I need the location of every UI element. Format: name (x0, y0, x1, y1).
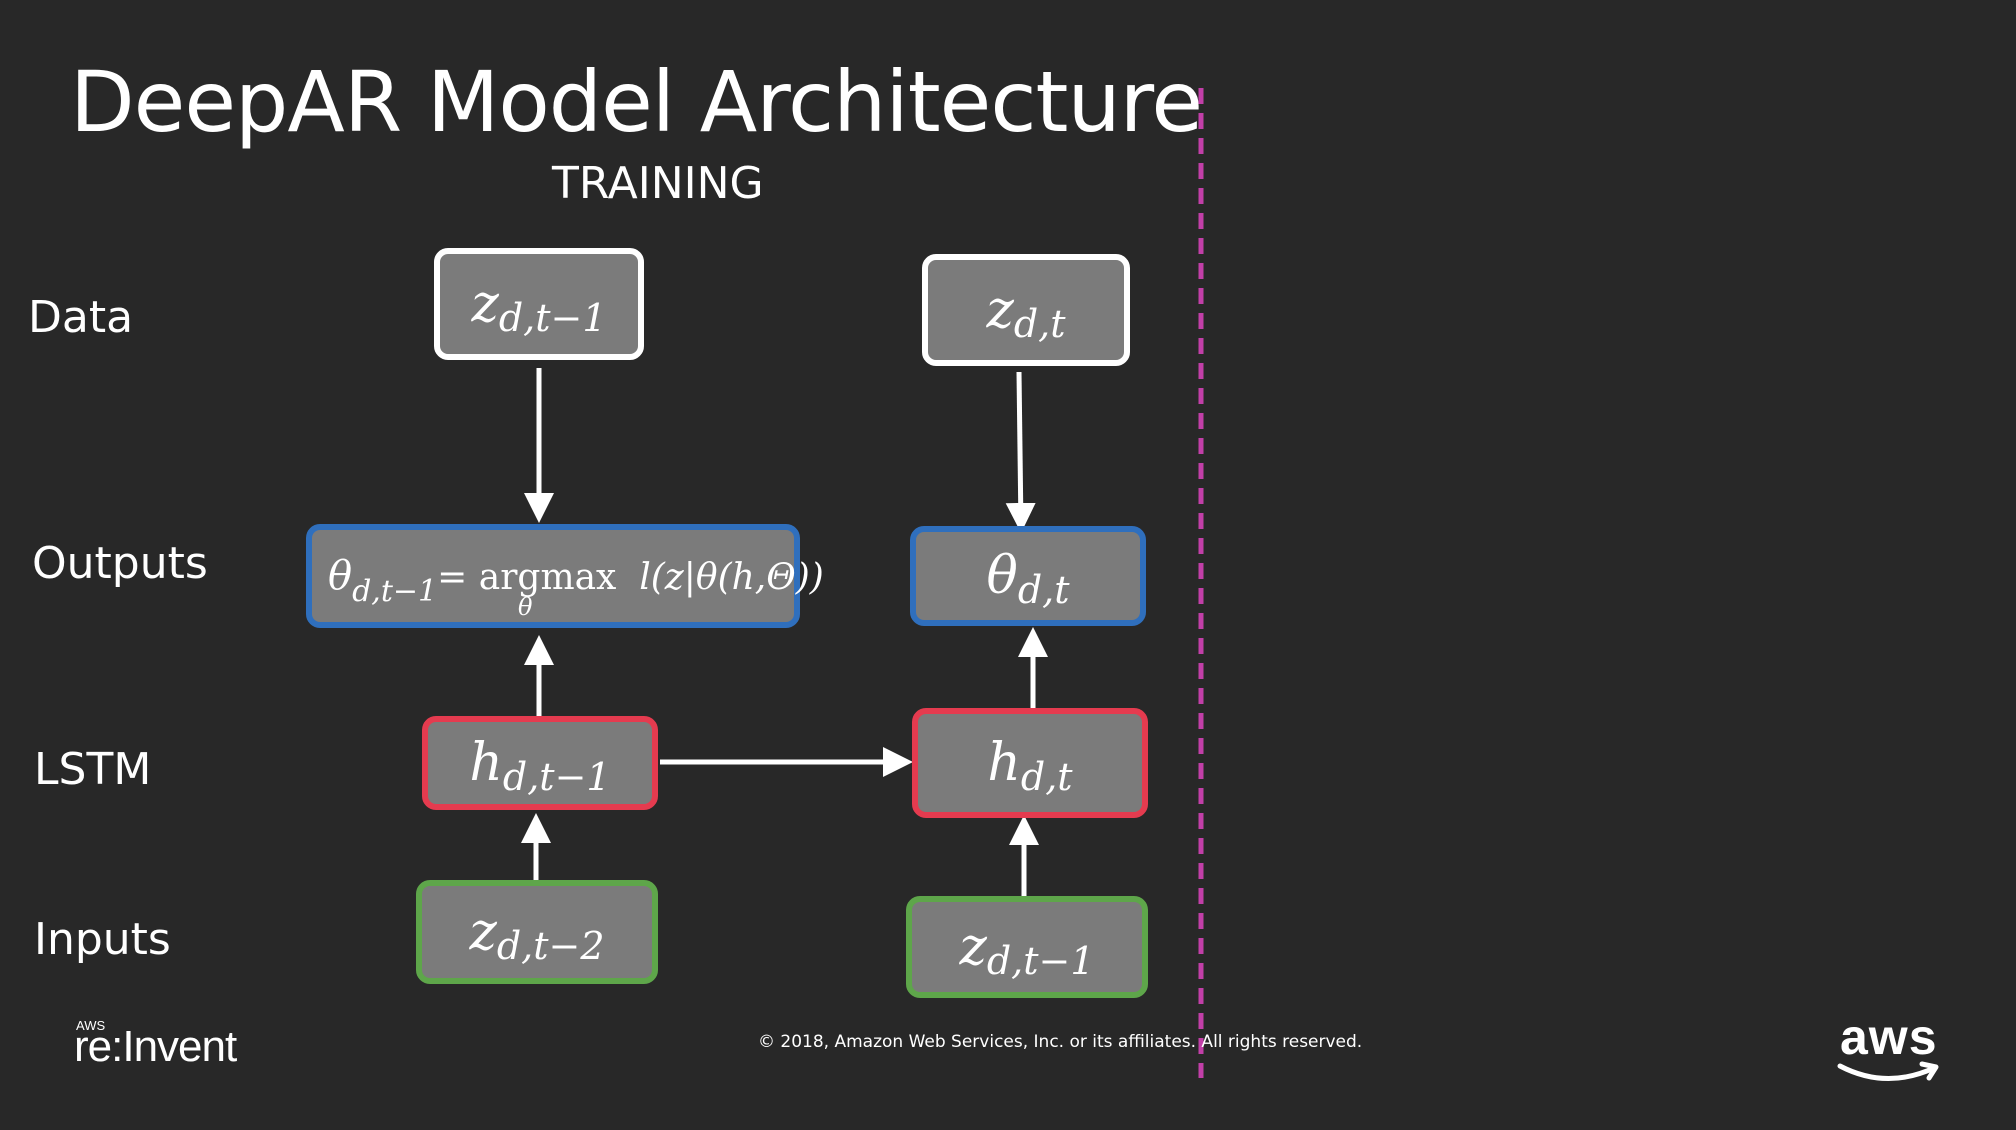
arrow-data-cur-to-output (1005, 371, 1036, 533)
node-input-prev-subscript: d,t−2 (496, 924, 605, 968)
slide-title: DeepAR Model Architecture (70, 53, 1203, 151)
formula-argmax-under: θ (518, 593, 533, 621)
node-data-prev-symbol: z (471, 274, 499, 334)
formula-argmax: = argmax (437, 557, 617, 598)
node-output-cur-subscript: d,t (1017, 568, 1070, 612)
row-label-lstm: LSTM (34, 744, 152, 795)
slide-subtitle: TRAINING (552, 158, 764, 209)
reinvent-logo: re:Invent (74, 1022, 237, 1071)
node-input-cur-symbol: z (959, 917, 987, 977)
aws-logo-text: aws (1840, 1009, 1938, 1065)
node-data-prev-subscript: d,t−1 (498, 296, 607, 340)
copyright-notice: © 2018, Amazon Web Services, Inc. or its… (758, 1032, 1363, 1052)
node-input-prev-symbol: z (469, 902, 497, 962)
node-data-cur-subscript: d,t (1013, 302, 1066, 346)
row-label-outputs: Outputs (32, 538, 208, 589)
node-lstm-cur-subscript: d,t (1020, 755, 1073, 799)
node-data-cur-symbol: z (986, 280, 1014, 340)
output-formula: θd,t−1= argmax l(z|θ(h,Θ)) θ (328, 553, 824, 621)
row-label-data: Data (28, 292, 134, 343)
formula-likelihood: l(z|θ(h,Θ)) (639, 557, 824, 598)
node-output-cur-symbol: θ (986, 546, 1018, 606)
aws-smile-icon (1837, 1061, 1939, 1081)
formula-theta-subscript: d,t−1 (352, 574, 438, 609)
node-output-prev: θd,t−1= argmax l(z|θ(h,Θ)) θ (306, 524, 824, 628)
row-label-inputs: Inputs (34, 914, 171, 965)
aws-logo: aws (1837, 1008, 1939, 1081)
node-lstm-cur-symbol: h (987, 733, 1021, 793)
formula-theta: θ (328, 553, 353, 599)
node-lstm-prev-subscript: d,t−1 (502, 755, 611, 799)
reinvent-logo-prefix: AWS (76, 1018, 106, 1033)
node-input-cur-subscript: d,t−1 (986, 939, 1095, 983)
node-lstm-prev-symbol: h (469, 733, 503, 793)
